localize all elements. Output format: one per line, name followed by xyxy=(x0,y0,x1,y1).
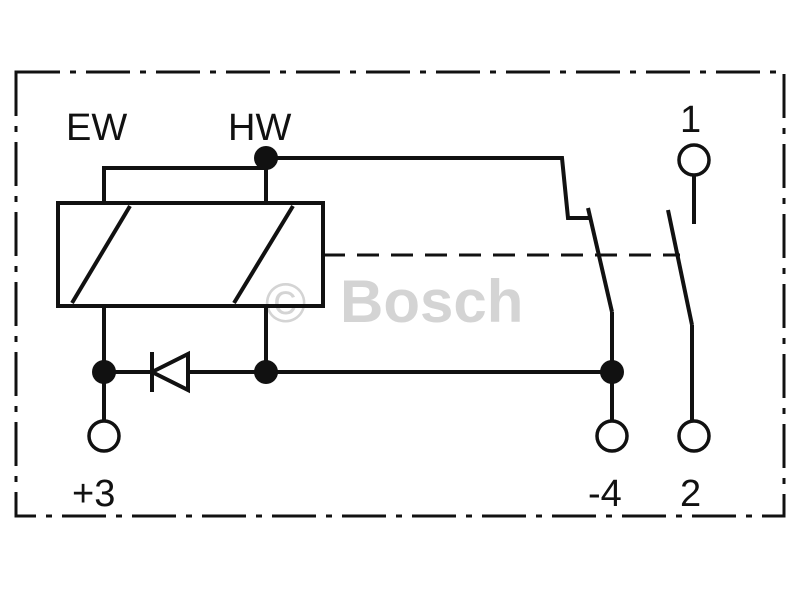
contact-blade-internal xyxy=(586,207,614,313)
diode xyxy=(147,350,190,394)
diode-triangle xyxy=(147,350,190,394)
junction-dot-right-bus xyxy=(600,360,624,384)
label-terminal-plus3: +3 xyxy=(72,473,115,515)
terminals xyxy=(87,143,711,453)
junction-dot-mid-bus xyxy=(254,360,278,384)
terminal-circle-minus4 xyxy=(595,419,629,453)
watermark: © Bosch xyxy=(265,268,523,335)
watermark-brand-text: Bosch xyxy=(340,268,523,335)
terminal-circle-1 xyxy=(677,143,711,177)
label-hw: HW xyxy=(228,107,291,149)
labels: EW HW 1 +3 -4 2 xyxy=(66,99,701,515)
watermark-copyright-symbol: © xyxy=(265,271,306,334)
wire-hw-to-contact xyxy=(266,156,590,220)
label-ew: EW xyxy=(66,107,127,149)
terminal-circle-plus3 xyxy=(87,419,121,453)
coil-winding-hw xyxy=(232,204,295,305)
label-terminal-2: 2 xyxy=(680,473,701,515)
label-terminal-minus4: -4 xyxy=(588,473,622,515)
enclosure-border xyxy=(14,70,786,518)
wire-ew-hw-bridge xyxy=(102,166,266,203)
junctions xyxy=(92,146,624,384)
junction-dot-left-bus xyxy=(92,360,116,384)
junction-dot-hw xyxy=(254,146,278,170)
switch-blade xyxy=(666,209,694,326)
coil-winding-ew xyxy=(70,204,132,305)
label-terminal-1: 1 xyxy=(680,99,701,141)
output-switch xyxy=(666,176,696,422)
top-wiring xyxy=(102,156,590,220)
internal-contact xyxy=(586,207,614,372)
terminal-circle-2 xyxy=(677,419,711,453)
